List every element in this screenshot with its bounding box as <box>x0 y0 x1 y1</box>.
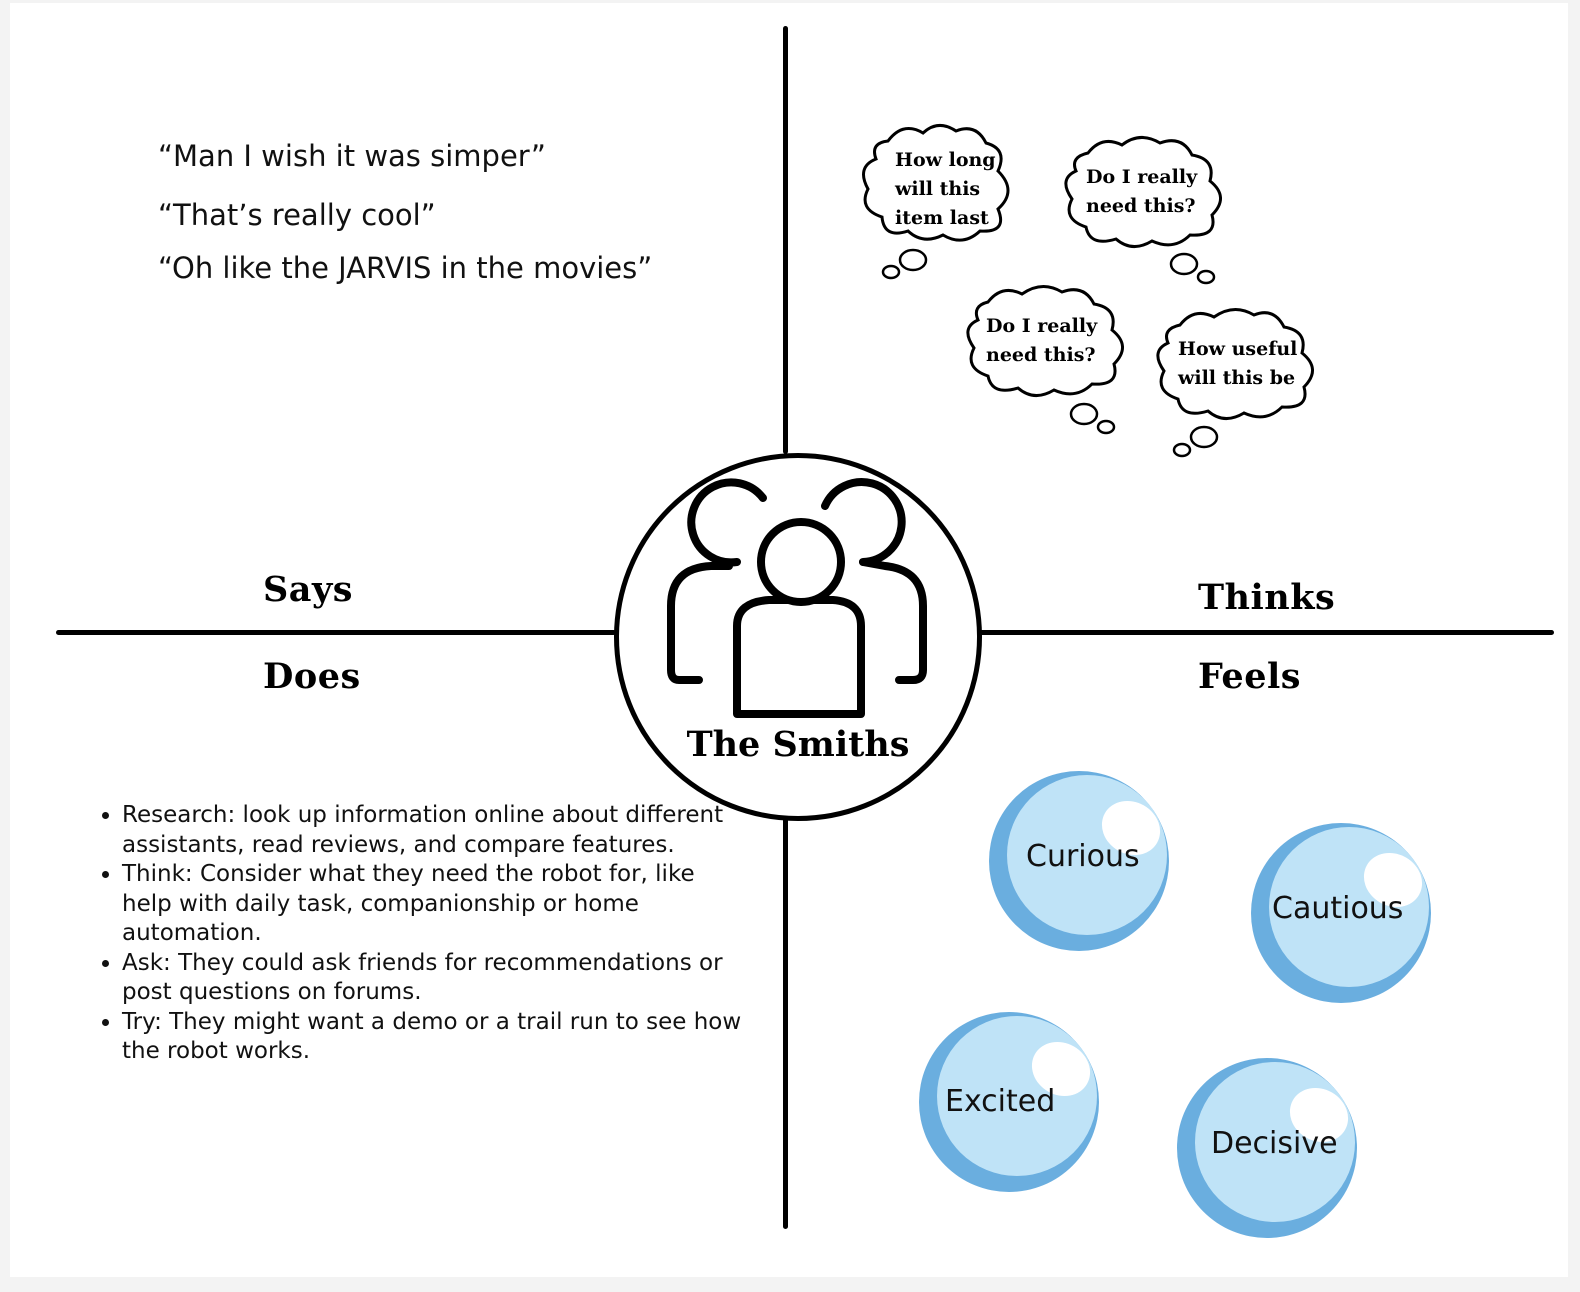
thought-bubble: Do I really need this? <box>962 280 1162 450</box>
bubble-icon <box>1251 823 1431 1003</box>
thought-bubble: How useful will this be <box>1150 303 1350 473</box>
empathy-map-canvas: Says Thinks Does Feels “Man I wish it wa… <box>10 3 1568 1277</box>
horizontal-axis-left <box>56 630 616 635</box>
vertical-axis-bottom <box>783 813 788 1229</box>
thought-cloud-icon <box>862 124 1010 280</box>
feeling-label: Excited <box>945 1084 1056 1119</box>
feeling-bubble: Cautious <box>1248 820 1434 1006</box>
list-item: Research: look up information online abo… <box>122 801 742 860</box>
thinks-heading: Thinks <box>1198 577 1336 618</box>
thought-text: Do I really need this? <box>986 315 1098 366</box>
persona-circle: The Smiths <box>614 453 982 821</box>
list-item: Think: Consider what they need the robot… <box>122 860 742 949</box>
feeling-bubble: Decisive <box>1174 1055 1360 1241</box>
feeling-label: Decisive <box>1211 1126 1338 1161</box>
says-heading: Says <box>263 569 353 610</box>
feeling-label: Curious <box>1026 839 1140 874</box>
thought-text: Do I really need this? <box>1086 166 1198 217</box>
says-quote: “Man I wish it was simper” <box>158 139 546 173</box>
says-quote: “That’s really cool” <box>158 198 436 232</box>
horizontal-axis-right <box>970 630 1554 635</box>
does-list: Research: look up information online abo… <box>92 801 742 1067</box>
thought-text: How useful will this be <box>1178 338 1298 389</box>
vertical-axis-top <box>783 26 788 454</box>
bubble-icon <box>1177 1058 1357 1238</box>
family-group-icon <box>667 478 927 718</box>
feeling-label: Cautious <box>1272 891 1404 926</box>
list-item: Ask: They could ask friends for recommen… <box>122 949 742 1008</box>
thought-cloud-icon <box>1064 136 1222 285</box>
thought-cloud-icon <box>966 285 1124 435</box>
thought-text: How long will this item last <box>895 149 996 229</box>
feeling-bubble: Excited <box>916 1009 1102 1195</box>
list-item: Try: They might want a demo or a trail r… <box>122 1008 742 1067</box>
thought-bubble: How long will this item last <box>858 121 1058 291</box>
persona-name: The Smiths <box>686 724 910 765</box>
says-quote: “Oh like the JARVIS in the movies” <box>158 251 653 285</box>
feeling-bubble: Curious <box>986 768 1172 954</box>
does-heading: Does <box>263 656 361 697</box>
thought-cloud-icon <box>1156 308 1314 458</box>
feels-heading: Feels <box>1198 656 1301 697</box>
thought-bubble: Do I really need this? <box>1060 131 1260 301</box>
bubble-icon <box>989 771 1169 951</box>
bubble-icon <box>919 1012 1099 1192</box>
